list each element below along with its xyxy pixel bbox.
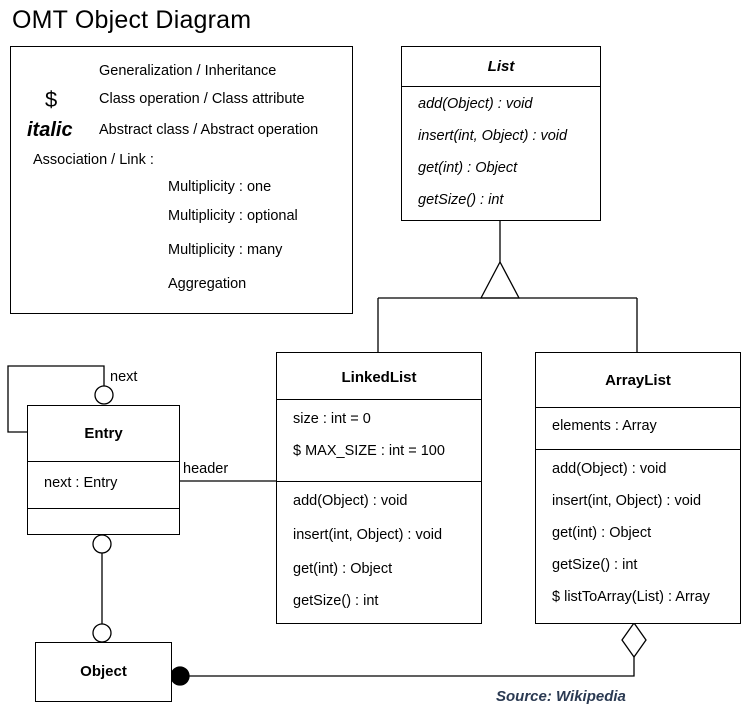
linkedlist-operations: add(Object) : void insert(int, Object) :… — [277, 481, 481, 622]
entry-class-name: Entry — [84, 425, 123, 442]
list-operations: add(Object) : void insert(int, Object) :… — [402, 86, 600, 221]
legend-generalization-label: Generalization / Inheritance — [99, 63, 277, 79]
legend-multiplicity-one-label: Multiplicity : one — [168, 179, 272, 195]
linkedlist-class-box: LinkedList size : int = 0 $ MAX_SIZE : i… — [276, 352, 482, 624]
entry-attr: next : Entry — [44, 475, 118, 491]
arraylist-attr: elements : Array — [552, 418, 657, 434]
linkedlist-op: insert(int, Object) : void — [293, 527, 443, 543]
object-class-box: Object — [35, 642, 172, 702]
entry-optional-circle-icon — [92, 534, 112, 554]
entry-attributes: next : Entry — [28, 461, 179, 508]
next-link-label: next — [110, 369, 138, 385]
arraylist-operations: add(Object) : void insert(int, Object) :… — [536, 449, 740, 618]
legend-association-heading: Association / Link : — [33, 152, 154, 168]
list-class-box: List add(Object) : void insert(int, Obje… — [401, 46, 601, 221]
generalization-triangle-icon — [479, 260, 521, 299]
linkedlist-op: getSize() : int — [293, 593, 379, 609]
arraylist-op: add(Object) : void — [552, 461, 667, 477]
object-optional-circle-icon — [92, 623, 112, 643]
legend-class-operation-label: Class operation / Class attribute — [99, 91, 305, 107]
legend-abstract-label: Abstract class / Abstract operation — [99, 122, 319, 138]
arraylist-attributes: elements : Array — [536, 407, 740, 449]
linkedlist-class-name: LinkedList — [341, 369, 417, 386]
object-class-name: Object — [80, 663, 127, 680]
linkedlist-op: add(Object) : void — [293, 493, 408, 509]
legend-italic-symbol: italic — [27, 119, 73, 141]
aggregation-diamond-icon — [621, 621, 647, 659]
next-optional-circle-icon — [94, 385, 114, 405]
arraylist-class-name: ArrayList — [605, 372, 671, 389]
legend-dollar-symbol: $ — [45, 87, 58, 112]
arraylist-op: get(int) : Object — [552, 525, 652, 541]
legend-multiplicity-many-label: Multiplicity : many — [168, 242, 283, 258]
header-link-label: header — [183, 461, 229, 477]
linkedlist-attributes: size : int = 0 $ MAX_SIZE : int = 100 — [277, 399, 481, 481]
diagram-title: OMT Object Diagram — [12, 6, 252, 34]
list-op: get(int) : Object — [418, 160, 518, 176]
list-op: insert(int, Object) : void — [418, 128, 568, 144]
arraylist-op: $ listToArray(List) : Array — [552, 589, 710, 605]
linkedlist-op: get(int) : Object — [293, 561, 393, 577]
object-many-dot-icon — [170, 666, 190, 686]
source-credit: Source: Wikipedia — [496, 688, 626, 705]
arraylist-op: insert(int, Object) : void — [552, 493, 702, 509]
legend-aggregation-label: Aggregation — [168, 276, 247, 292]
list-op: add(Object) : void — [418, 96, 533, 112]
list-class-name: List — [487, 58, 515, 75]
entry-class-box: Entry next : Entry — [27, 405, 180, 535]
legend-box: Generalization / Inheritance $ Class ope… — [10, 46, 353, 314]
list-op: getSize() : int — [418, 192, 504, 208]
entry-operations — [28, 508, 179, 534]
linkedlist-attr: size : int = 0 — [293, 411, 371, 427]
legend-multiplicity-optional-label: Multiplicity : optional — [168, 208, 298, 224]
arraylist-class-box: ArrayList elements : Array add(Object) :… — [535, 352, 741, 624]
linkedlist-attr: $ MAX_SIZE : int = 100 — [293, 443, 445, 459]
arraylist-op: getSize() : int — [552, 557, 638, 573]
